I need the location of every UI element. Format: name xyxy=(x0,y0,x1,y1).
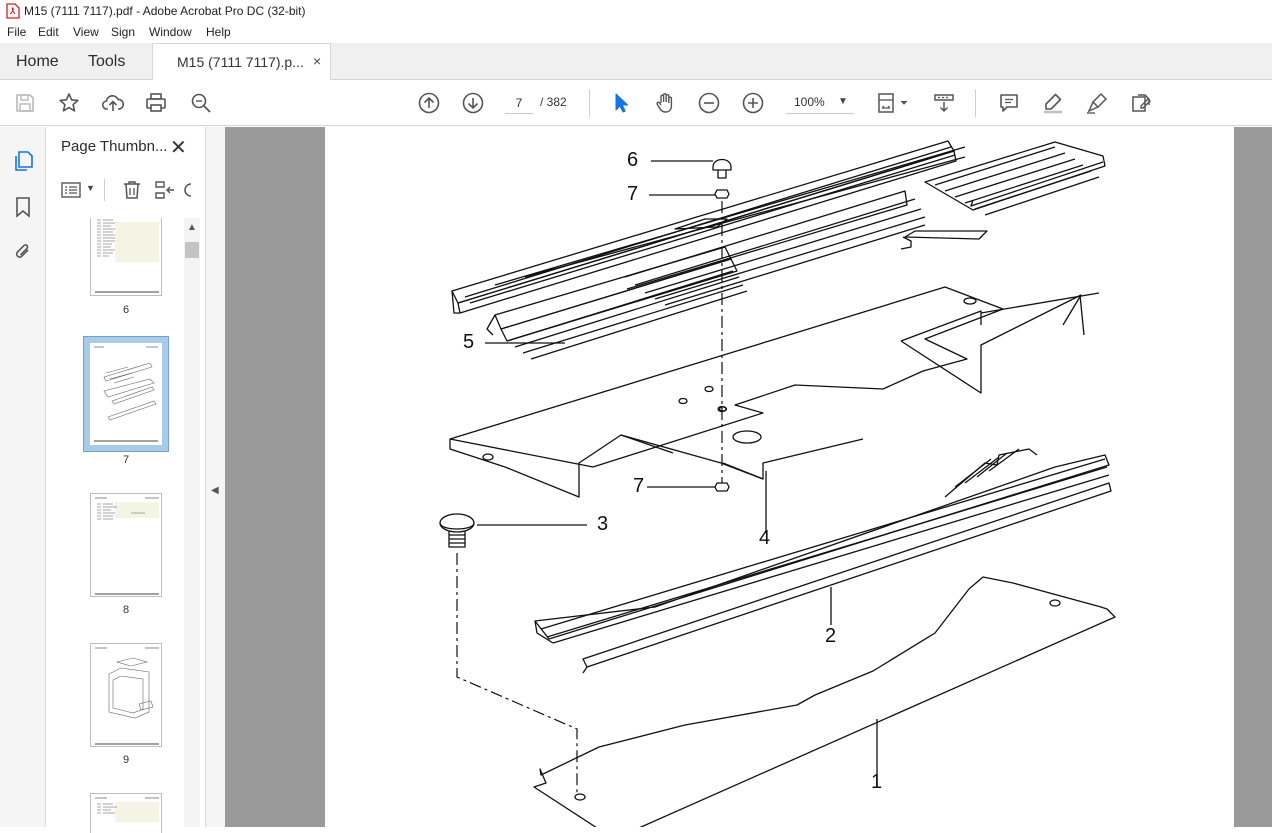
menu-view[interactable]: View xyxy=(73,25,99,39)
thumbnail-label: 7 xyxy=(122,454,130,466)
star-icon[interactable] xyxy=(57,91,81,115)
upload-icon[interactable] xyxy=(101,91,125,115)
thumbnail-scrollbar[interactable]: ▲ xyxy=(184,218,200,827)
arrow-down-icon[interactable] xyxy=(461,91,485,115)
title-bar: M15 (7111 7117).pdf - Adobe Acrobat Pro … xyxy=(0,0,1272,22)
panel-title: Page Thumbn... xyxy=(61,138,168,155)
panel-close-button[interactable]: ✕ xyxy=(170,137,187,159)
menu-help[interactable]: Help xyxy=(206,25,231,39)
tab-bar: Home Tools M15 (7111 7117).p... × xyxy=(0,43,1272,81)
callout-5: 5 xyxy=(463,331,475,353)
thumbnail-label: 6 xyxy=(122,304,130,316)
zoom-level-select[interactable]: 100% ▼ xyxy=(786,92,854,114)
callout-1: 1 xyxy=(871,771,883,793)
callout-2: 2 xyxy=(825,625,837,647)
page-thumbnail-7[interactable] xyxy=(83,336,169,452)
page-thumbnail-6[interactable] xyxy=(90,218,162,296)
tab-close-button[interactable]: × xyxy=(313,53,322,69)
total-pages: / 382 xyxy=(540,95,567,109)
highlight-icon[interactable] xyxy=(1041,91,1065,115)
thumbnail-toolbar: ▼ xyxy=(56,177,196,203)
page-thumbnails-icon[interactable] xyxy=(11,149,35,173)
toolbar-divider xyxy=(104,179,105,201)
hand-icon[interactable] xyxy=(653,91,677,115)
menu-window[interactable]: Window xyxy=(149,25,192,39)
options-menu-icon[interactable] xyxy=(61,181,81,199)
chevron-down-icon[interactable]: ▼ xyxy=(86,183,95,193)
select-cursor-icon[interactable] xyxy=(609,91,633,115)
scroll-up-icon[interactable]: ▲ xyxy=(187,222,197,233)
callout-7-top: 7 xyxy=(627,183,639,205)
scroll-mode-icon[interactable] xyxy=(932,91,956,115)
tab-tools[interactable]: Tools xyxy=(88,53,126,70)
zoom-out-icon[interactable] xyxy=(697,91,721,115)
thumbnail-label: 8 xyxy=(122,604,130,616)
chevron-down-icon: ▼ xyxy=(838,96,848,107)
left-navigation-rail xyxy=(0,127,46,827)
page-number-input[interactable] xyxy=(505,92,533,114)
scrollbar-thumb[interactable] xyxy=(185,242,199,258)
page-thumbnail-8[interactable] xyxy=(90,493,162,597)
zoom-search-icon[interactable] xyxy=(189,91,213,115)
toolbar: / 382 100% ▼ xyxy=(0,80,1272,126)
exploded-parts-drawing xyxy=(439,140,1116,827)
arrow-up-icon[interactable] xyxy=(417,91,441,115)
comment-icon[interactable] xyxy=(997,91,1021,115)
callout-6: 6 xyxy=(627,149,639,171)
extract-pages-icon[interactable] xyxy=(153,179,175,201)
toolbar-divider xyxy=(589,89,590,117)
panel-collapse-handle[interactable]: ◀ xyxy=(206,127,225,827)
zoom-value: 100% xyxy=(794,95,825,109)
menu-file[interactable]: File xyxy=(7,25,27,39)
page-thumbnail-10[interactable] xyxy=(90,793,162,833)
toolbar-divider xyxy=(975,89,976,117)
chevron-left-icon: ◀ xyxy=(211,485,219,496)
rotate-icon[interactable] xyxy=(183,179,193,201)
document-viewer[interactable]: 6 7 5 7 3 4 2 1 xyxy=(225,127,1272,827)
pdf-file-icon xyxy=(6,3,20,19)
edit-icon[interactable] xyxy=(1129,91,1153,115)
thumbnail-label: 9 xyxy=(122,754,130,766)
menu-sign[interactable]: Sign xyxy=(111,25,136,39)
sign-icon[interactable] xyxy=(1085,91,1109,115)
delete-icon[interactable] xyxy=(121,179,143,201)
callout-4: 4 xyxy=(759,527,771,549)
print-icon[interactable] xyxy=(144,91,168,115)
callout-3: 3 xyxy=(597,513,609,535)
tab-document[interactable]: M15 (7111 7117).p... × xyxy=(152,43,331,81)
zoom-in-icon[interactable] xyxy=(741,91,765,115)
tab-document-label: M15 (7111 7117).p... xyxy=(177,54,304,70)
pdf-page: 6 7 5 7 3 4 2 1 xyxy=(325,127,1234,827)
bookmark-icon[interactable] xyxy=(11,195,35,219)
fit-page-icon[interactable] xyxy=(876,91,912,115)
tab-home[interactable]: Home xyxy=(16,53,59,70)
menu-edit[interactable]: Edit xyxy=(38,25,59,39)
menu-bar: File Edit View Sign Window Help xyxy=(0,22,1272,43)
attachment-icon[interactable] xyxy=(11,240,35,264)
window-title: M15 (7111 7117).pdf - Adobe Acrobat Pro … xyxy=(24,4,306,18)
page-thumbnail-9[interactable] xyxy=(90,643,162,747)
callout-7-bottom: 7 xyxy=(633,475,645,497)
save-icon[interactable] xyxy=(13,91,37,115)
